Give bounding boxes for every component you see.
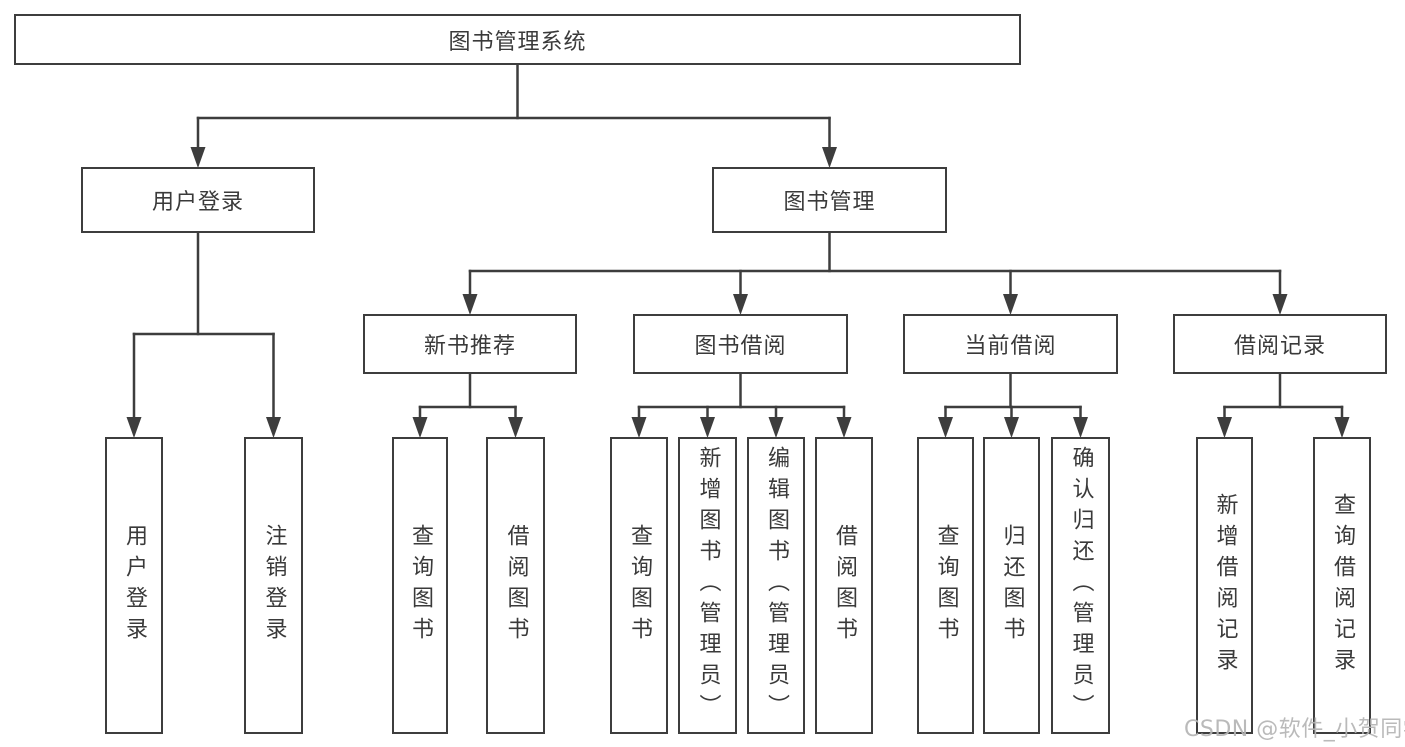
node-user-login: 用户登录 [81,167,315,233]
leaf-bb-query-book-label: 查询图书 [627,523,652,648]
node-book-management: 图书管理 [712,167,947,233]
leaf-br-query-record-label: 查询借阅记录 [1330,492,1355,679]
leaf-bb-query-book: 查询图书 [610,437,668,734]
leaf-cb-confirm-return-admin: 确认归还（管理员） [1051,437,1110,734]
leaf-bb-edit-book-admin-label: 编辑图书（管理员） [764,446,789,725]
leaf-cb-return-book: 归还图书 [983,437,1040,734]
leaf-rec-borrow-book-label: 借阅图书 [503,523,529,648]
leaf-cb-query-book: 查询图书 [917,437,974,734]
leaf-rec-query-book-label: 查询图书 [408,523,433,648]
node-current-borrowing: 当前借阅 [903,314,1118,374]
leaf-bb-add-book-admin: 新增图书（管理员） [678,437,737,734]
leaf-cb-confirm-return-admin-label: 确认归还（管理员） [1068,446,1094,725]
leaf-br-query-record: 查询借阅记录 [1313,437,1371,734]
node-new-book-recommend: 新书推荐 [363,314,577,374]
leaf-br-add-record: 新增借阅记录 [1196,437,1253,734]
leaf-br-add-record-label: 新增借阅记录 [1212,492,1238,679]
leaf-logout: 注销登录 [244,437,303,734]
leaf-user-login-label: 用户登录 [122,523,147,648]
node-borrow-records: 借阅记录 [1173,314,1387,374]
leaf-user-login: 用户登录 [105,437,163,734]
leaf-bb-borrow-book-label: 借阅图书 [832,523,857,648]
leaf-bb-borrow-book: 借阅图书 [815,437,873,734]
csdn-watermark: CSDN @软件_小贺同学 [1184,717,1405,742]
leaf-bb-edit-book-admin: 编辑图书（管理员） [747,437,805,734]
leaf-cb-return-book-label: 归还图书 [999,523,1025,648]
node-root-library-system: 图书管理系统 [14,14,1021,65]
leaf-rec-borrow-book: 借阅图书 [486,437,545,734]
leaf-cb-query-book-label: 查询图书 [933,523,959,648]
node-book-borrowing: 图书借阅 [633,314,848,374]
leaf-rec-query-book: 查询图书 [392,437,448,734]
leaf-logout-label: 注销登录 [261,523,287,648]
leaf-bb-add-book-admin-label: 新增图书（管理员） [695,446,721,725]
